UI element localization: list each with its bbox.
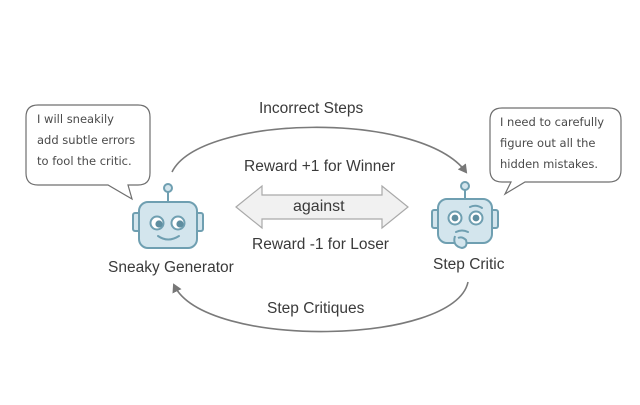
reward-loser-label: Reward -1 for Loser bbox=[252, 236, 389, 253]
reward-winner-label: Reward +1 for Winner bbox=[244, 158, 396, 175]
generator-name-label: Sneaky Generator bbox=[108, 259, 234, 276]
double-headed-arrow bbox=[235, 184, 409, 230]
step-critiques-label: Step Critiques bbox=[267, 300, 365, 317]
critic-name-label: Step Critic bbox=[433, 256, 505, 273]
generator-speech-text: I will sneakily add subtle errors to foo… bbox=[37, 109, 135, 172]
incorrect-steps-label: Incorrect Steps bbox=[259, 100, 364, 117]
speech-line: figure out all the bbox=[500, 136, 596, 150]
incorrect-steps-arrow bbox=[171, 126, 468, 174]
against-label: against bbox=[293, 198, 345, 215]
critic-speech-bubble bbox=[489, 107, 622, 196]
speech-line: I will sneakily bbox=[37, 112, 114, 126]
critic-speech-text: I need to carefully figure out all the h… bbox=[500, 112, 604, 175]
generator-speech-bubble bbox=[25, 104, 151, 201]
speech-line: I need to carefully bbox=[500, 115, 605, 129]
thinking-robot-icon bbox=[431, 181, 499, 249]
step-critiques-arrow bbox=[172, 281, 469, 333]
smiling-robot-icon bbox=[132, 183, 204, 249]
speech-line: hidden mistakes. bbox=[500, 157, 599, 171]
speech-line: add subtle errors bbox=[37, 133, 136, 147]
speech-line: to fool the critic. bbox=[37, 154, 132, 168]
